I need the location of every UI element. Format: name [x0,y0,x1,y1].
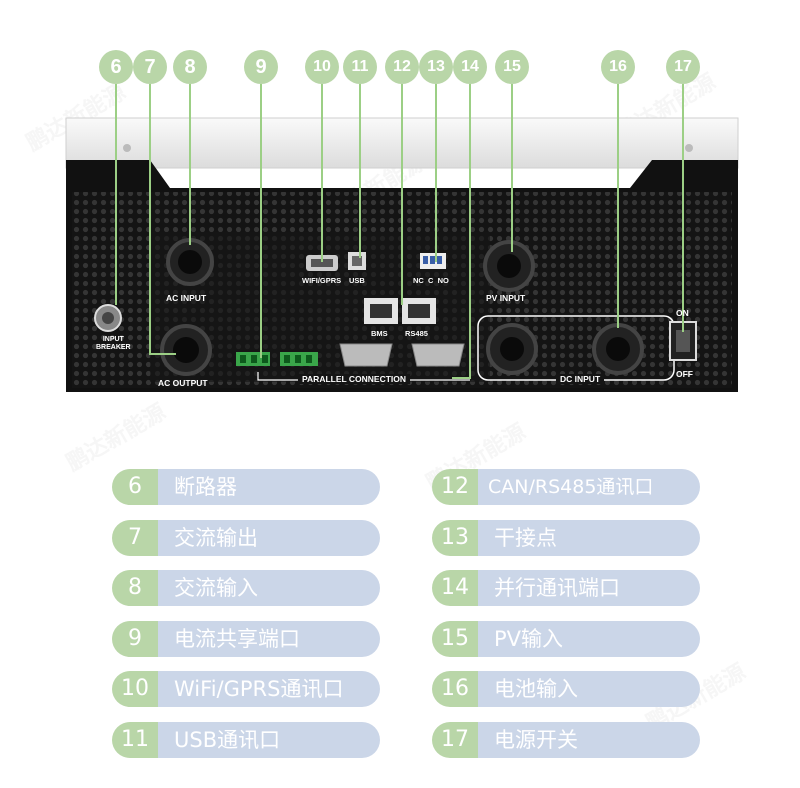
ac-output-label: AC OUTPUT [158,378,208,388]
parallel-connection-label: PARALLEL CONNECTION [298,374,411,384]
input-breaker-label: INPUT BREAKER [96,336,131,351]
pv-input-label: PV INPUT [486,293,526,303]
callout-7: 7 [133,50,167,84]
ac-input-label: AC INPUT [166,293,207,303]
callout-17: 17 [666,50,700,84]
legend-number: 14 [432,570,478,606]
parallel-port-1 [339,343,393,367]
parallel-port-2 [411,343,465,367]
legend-item: 17 电源开关 [432,722,700,758]
legend-number: 15 [432,621,478,657]
usb-label: USB [349,276,365,285]
callout-8: 8 [173,50,207,84]
legend-number: 6 [112,469,158,505]
nc-c-no-label: NC C NO [413,276,449,285]
watermark: 鹏达新能源 [62,399,171,477]
callout-6: 6 [99,50,133,84]
legend-item: 11 USB通讯口 [112,722,380,758]
legend-item: 10 WiFi/GPRS通讯口 [112,671,380,707]
callout-9: 9 [244,50,278,84]
legend-label: 电源开关 [478,722,700,758]
dc-input-label: DC INPUT [556,374,605,384]
legend-label: USB通讯口 [158,722,380,758]
legend-item: 13 干接点 [432,520,700,556]
legend-number: 9 [112,621,158,657]
callout-15: 15 [495,50,529,84]
legend-item: 6 断路器 [112,469,380,505]
legend-item: 15 PV输入 [432,621,700,657]
callout-10: 10 [305,50,339,84]
callout-11: 11 [343,50,377,84]
legend-label: WiFi/GPRS通讯口 [158,671,380,707]
legend-number: 7 [112,520,158,556]
legend-number: 10 [112,671,158,707]
legend-label: 电流共享端口 [158,621,380,657]
legend-item: 14 并行通讯端口 [432,570,700,606]
legend-label: CAN/RS485通讯口 [478,469,700,505]
callout-14: 14 [453,50,487,84]
legend-label: 交流输出 [158,520,380,556]
bms-label: BMS [371,329,388,338]
legend-number: 13 [432,520,478,556]
legend-label: 交流输入 [158,570,380,606]
legend-number: 12 [432,469,478,505]
callout-13: 13 [419,50,453,84]
legend-item: 8 交流输入 [112,570,380,606]
legend-number: 16 [432,671,478,707]
legend-number: 8 [112,570,158,606]
legend-item: 9 电流共享端口 [112,621,380,657]
legend-label: 电池输入 [478,671,700,707]
legend-number: 17 [432,722,478,758]
inverter-device [65,84,739,392]
legend-label: 并行通讯端口 [478,570,700,606]
callout-16: 16 [601,50,635,84]
on-label: ON [676,308,689,318]
legend-label: 断路器 [158,469,380,505]
off-label: OFF [676,369,693,379]
legend-label: PV输入 [478,621,700,657]
legend-label: 干接点 [478,520,700,556]
rs485-label: RS485 [405,329,428,338]
legend-item: 7 交流输出 [112,520,380,556]
wifi-gprs-label: WIFI/GPRS [302,276,342,285]
legend-number: 11 [112,722,158,758]
callout-12: 12 [385,50,419,84]
legend-item: 12 CAN/RS485通讯口 [432,469,700,505]
legend-item: 16 电池输入 [432,671,700,707]
